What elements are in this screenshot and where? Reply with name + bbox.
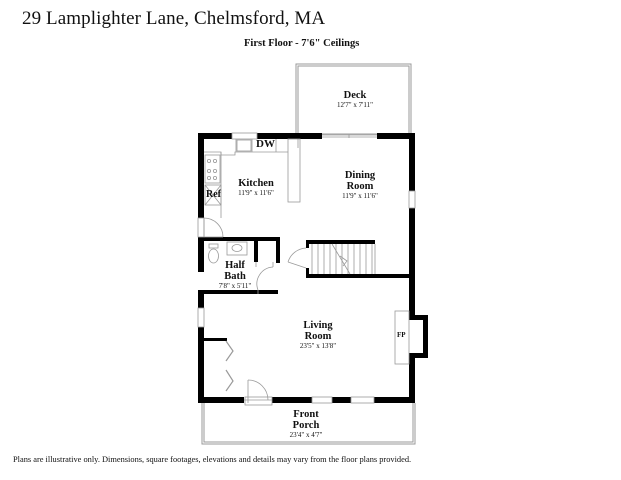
half-bath-fixtures	[208, 241, 274, 294]
room-label-front-porch: Front Porch 23'4" x 4'7"	[276, 409, 336, 440]
room-label-living: Living Room 23'5" x 13'8"	[283, 320, 353, 351]
porch-outline	[201, 403, 416, 445]
room-label-half-bath: Half Bath 7'8" x 5'11"	[210, 260, 260, 291]
dining-name-2: Room	[346, 181, 374, 192]
porch-name-1: Front	[293, 409, 319, 420]
room-label-dining: Dining Room 11'9" x 11'6"	[325, 170, 395, 201]
kitchen-side-door	[203, 217, 224, 238]
dishwasher-label: DW	[256, 138, 275, 150]
half-bath-dims: 7'8" x 5'11"	[218, 282, 252, 290]
slider-door	[322, 134, 377, 138]
living-dims: 23'5" x 13'8"	[299, 342, 337, 350]
disclaimer-text: Plans are illustrative only. Dimensions,…	[13, 455, 412, 464]
half-bath-name-2: Bath	[224, 271, 246, 282]
dining-dims: 11'9" x 11'6"	[342, 192, 378, 200]
living-name-1: Living	[303, 320, 333, 331]
stair-door	[287, 247, 307, 269]
stairs	[311, 243, 376, 275]
fireplace-label: FP	[397, 331, 406, 339]
room-label-deck: Deck 12'7" x 7'11"	[305, 90, 405, 110]
windows	[197, 132, 416, 404]
exterior-walls	[198, 133, 428, 403]
fireplace	[394, 310, 410, 365]
kitchen-dims: 11'9" x 11'6"	[238, 189, 274, 197]
kitchen-fixtures	[204, 138, 301, 218]
deck-name: Deck	[343, 90, 367, 101]
porch-name-2: Porch	[292, 420, 320, 431]
half-bath-name-1: Half	[225, 260, 245, 271]
page-title: 29 Lamplighter Lane, Chelmsford, MA	[22, 8, 326, 29]
room-label-kitchen: Kitchen 11'9" x 11'6"	[226, 178, 286, 198]
deck-outline	[295, 63, 412, 135]
living-name-2: Room	[304, 331, 332, 342]
kitchen-name: Kitchen	[238, 178, 274, 189]
refrigerator-label: Ref	[206, 189, 221, 200]
floor-subtitle: First Floor - 7'6" Ceilings	[244, 38, 360, 49]
deck-dims: 12'7" x 7'11"	[337, 101, 373, 109]
front-door	[244, 379, 273, 406]
bifold-doors	[225, 340, 234, 392]
porch-dims: 23'4" x 4'7"	[289, 431, 323, 439]
interior-walls	[204, 237, 415, 341]
dining-name-1: Dining	[344, 170, 376, 181]
